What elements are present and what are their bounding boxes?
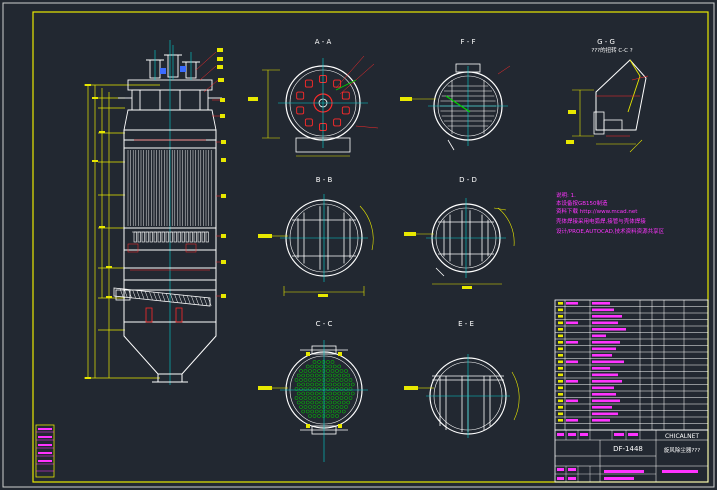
- perforated-plate: [294, 360, 355, 418]
- tube-bundle: [127, 150, 212, 226]
- view-b-b: B - B: [258, 176, 374, 297]
- note-line-2: 本设备按GB150制造: [556, 199, 608, 207]
- note-line-3: 资料下载 http://www.mcad.net: [556, 207, 638, 215]
- view-a-label: A - A: [315, 38, 332, 46]
- view-g-subtitle: ???的扭转 C-C ?: [591, 46, 632, 54]
- vessel-dimension-lines: [84, 84, 160, 379]
- technical-notes: 说明: 1. 本设备按GB150制造 资料下载 http://www.mcad.…: [556, 191, 665, 235]
- top-nozzle-marker-2: [180, 66, 186, 72]
- view-e-e: E - E: [404, 320, 520, 438]
- view-f-label: F - F: [460, 38, 475, 46]
- note-line-5: 设计/PROE,AUTOCAD,技术资料资源共享区: [556, 227, 665, 235]
- inner-frame: [32, 11, 709, 483]
- vessel-dimension-ticks: [85, 84, 112, 379]
- view-d-label: D - D: [459, 176, 477, 184]
- vessel-cone: [123, 322, 217, 383]
- view-g-g: G - G ???的扭转 C-C ?: [566, 38, 649, 153]
- inclined-feeder: [113, 287, 211, 307]
- drawing-name: 旋风除尘器???: [664, 446, 700, 454]
- vessel-balloon-numbers: [217, 48, 226, 298]
- view-g-label: G - G: [597, 38, 615, 46]
- feeder-drive: [115, 289, 131, 301]
- top-outlet-centerlines: [154, 40, 192, 385]
- feeder-flights: [119, 288, 212, 306]
- note-line-4: 壳体焊接采用电弧焊,接管与壳体焊接: [556, 217, 646, 225]
- view-c-c: C - C: [258, 320, 368, 462]
- company-name: CHICALNET: [665, 433, 699, 440]
- vessel-elevation-view: [84, 40, 226, 385]
- note-line-1: 说明: 1.: [556, 191, 576, 199]
- title-block: DF-1448 CHICALNET 旋风除尘器???: [554, 429, 709, 483]
- view-e-label: E - E: [458, 320, 474, 328]
- vessel-internal-hatching: [127, 139, 210, 271]
- view-f-f: F - F: [400, 38, 511, 151]
- view-b-label: B - B: [316, 176, 333, 184]
- top-nozzle-marker: [160, 68, 166, 74]
- revision-strip: [35, 424, 55, 478]
- baffle-comb: [132, 231, 209, 243]
- view-c-label: C - C: [316, 320, 333, 328]
- view-d-d: D - D: [404, 176, 515, 289]
- vessel-leader-lines: [195, 51, 222, 297]
- manhole-right: [175, 307, 183, 323]
- manhole-left: [145, 307, 153, 323]
- parts-list-table: [554, 299, 709, 431]
- drawing-number: DF-1448: [613, 445, 643, 453]
- view-a-a: A - A: [248, 38, 379, 157]
